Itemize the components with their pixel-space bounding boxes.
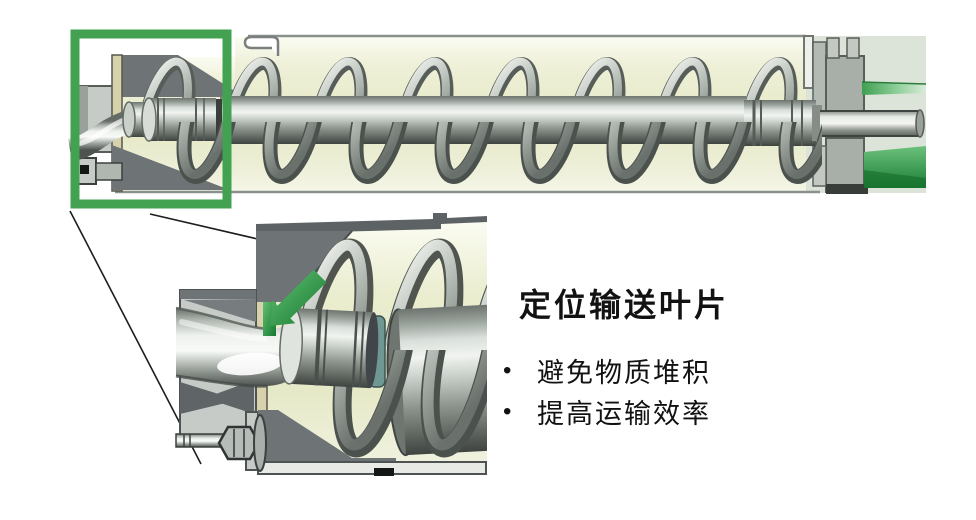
- feed-hub: [122, 97, 216, 142]
- right-hub: [744, 100, 925, 146]
- green-arrow-icon: [270, 269, 327, 326]
- detail-hub: [279, 307, 379, 389]
- top-left-housing: [114, 55, 233, 97]
- drive-shaft: [820, 110, 920, 137]
- detail-bottom-housing: [258, 410, 396, 464]
- leader-line-right: [149, 213, 263, 241]
- detail-bolt: [175, 414, 267, 472]
- green-highlight-box: [70, 29, 232, 209]
- green-part-upper: [862, 82, 926, 95]
- detail-feed-pipe: [175, 306, 303, 388]
- detail-flight-bottom: [332, 350, 487, 458]
- callout-bullet-1: •避免物质堆积: [503, 356, 711, 389]
- detail-top-bar: [256, 213, 487, 234]
- callout-title: 定位输送叶片: [519, 287, 730, 323]
- detail-top-gusset: [256, 231, 352, 302]
- callout-bullets: •避免物质堆积 •提高运输效率: [503, 350, 729, 432]
- top-section-view: [67, 34, 927, 194]
- callout: 定位输送叶片 •避免物质堆积 •提高运输效率: [503, 280, 729, 432]
- callout-bullet-2: •提高运输效率: [503, 397, 711, 430]
- detail-view: [175, 213, 487, 476]
- inlet-lip: [243, 35, 280, 56]
